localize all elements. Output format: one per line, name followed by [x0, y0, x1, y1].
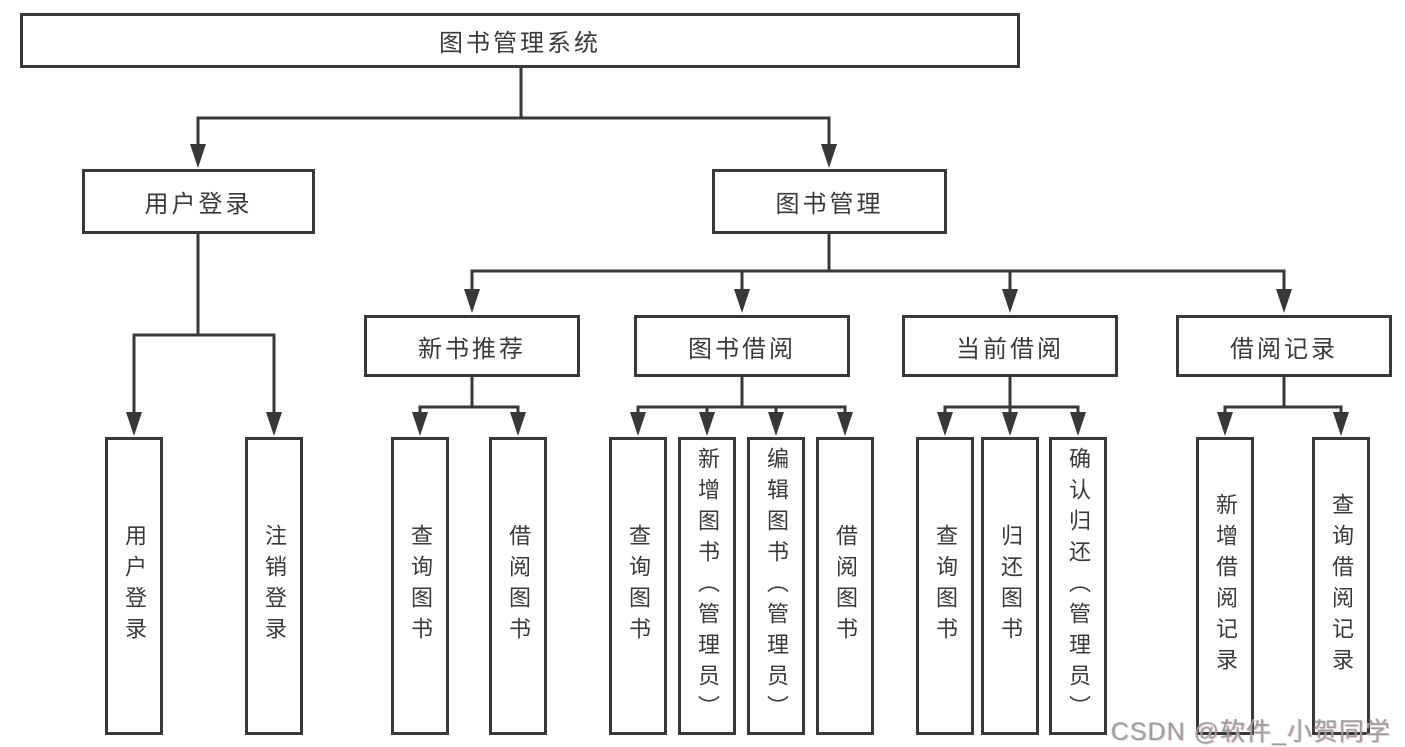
leaf-label: 借阅图书	[506, 524, 531, 648]
leaf-bb-edit-book-admin: 编辑图书（管理员）	[747, 437, 805, 735]
leaf-label: 归还图书	[998, 524, 1023, 648]
node-book-management: 图书管理	[712, 169, 947, 234]
leaf-label: 查询图书	[408, 524, 433, 648]
leaf-bb-add-book-admin: 新增图书（管理员）	[678, 437, 736, 735]
node-borrowing-records: 借阅记录	[1176, 315, 1392, 377]
leaf-cb-query-books: 查询图书	[916, 437, 974, 735]
leaf-label: 新增图书（管理员）	[695, 446, 720, 726]
arrowhead-icon	[734, 289, 750, 313]
leaf-bb-query-books: 查询图书	[609, 437, 667, 735]
leaf-label: 查询借阅记录	[1329, 493, 1354, 679]
arrowhead-icon	[821, 144, 837, 168]
leaf-logout: 注销登录	[245, 437, 303, 735]
leaf-nbr-query-books: 查询图书	[391, 437, 449, 735]
leaf-label: 确认归还（管理员）	[1066, 446, 1091, 726]
arrowhead-icon	[1002, 412, 1018, 436]
leaf-label: 查询图书	[933, 524, 958, 648]
arrowhead-icon	[190, 144, 206, 168]
node-library-management-system: 图书管理系统	[20, 13, 1020, 68]
arrowhead-icon	[1002, 289, 1018, 313]
arrowhead-icon	[1333, 412, 1349, 436]
arrowhead-icon	[1070, 412, 1086, 436]
leaf-label: 查询图书	[626, 524, 651, 648]
leaf-label: 新增借阅记录	[1213, 493, 1238, 679]
arrowhead-icon	[1217, 412, 1233, 436]
leaf-br-add-record: 新增借阅记录	[1196, 437, 1254, 735]
arrowhead-icon	[837, 412, 853, 436]
leaf-user-login: 用户登录	[105, 437, 163, 735]
leaf-label: 注销登录	[262, 524, 287, 648]
leaf-label: 用户登录	[122, 524, 147, 648]
leaf-br-query-record: 查询借阅记录	[1312, 437, 1370, 735]
leaf-label: 编辑图书（管理员）	[764, 446, 789, 726]
arrowhead-icon	[266, 412, 282, 436]
arrowhead-icon	[126, 412, 142, 436]
leaf-cb-return-books: 归还图书	[981, 437, 1039, 735]
arrowhead-icon	[412, 412, 428, 436]
arrowhead-icon	[464, 289, 480, 313]
watermark: CSDN @软件_小贺同学	[1110, 718, 1391, 746]
node-book-borrowing: 图书借阅	[634, 315, 850, 377]
node-user-login: 用户登录	[82, 169, 315, 234]
leaf-nbr-borrow-books: 借阅图书	[489, 437, 547, 735]
arrowhead-icon	[937, 412, 953, 436]
arrowhead-icon	[1276, 289, 1292, 313]
node-new-book-recommendation: 新书推荐	[364, 315, 580, 377]
leaf-bb-borrow-books: 借阅图书	[816, 437, 874, 735]
node-current-borrowing: 当前借阅	[902, 315, 1118, 377]
arrowhead-icon	[510, 412, 526, 436]
arrowhead-icon	[699, 412, 715, 436]
leaf-label: 借阅图书	[833, 524, 858, 648]
leaf-cb-confirm-return-admin: 确认归还（管理员）	[1049, 437, 1107, 735]
arrowhead-icon	[768, 412, 784, 436]
arrowhead-icon	[630, 412, 646, 436]
